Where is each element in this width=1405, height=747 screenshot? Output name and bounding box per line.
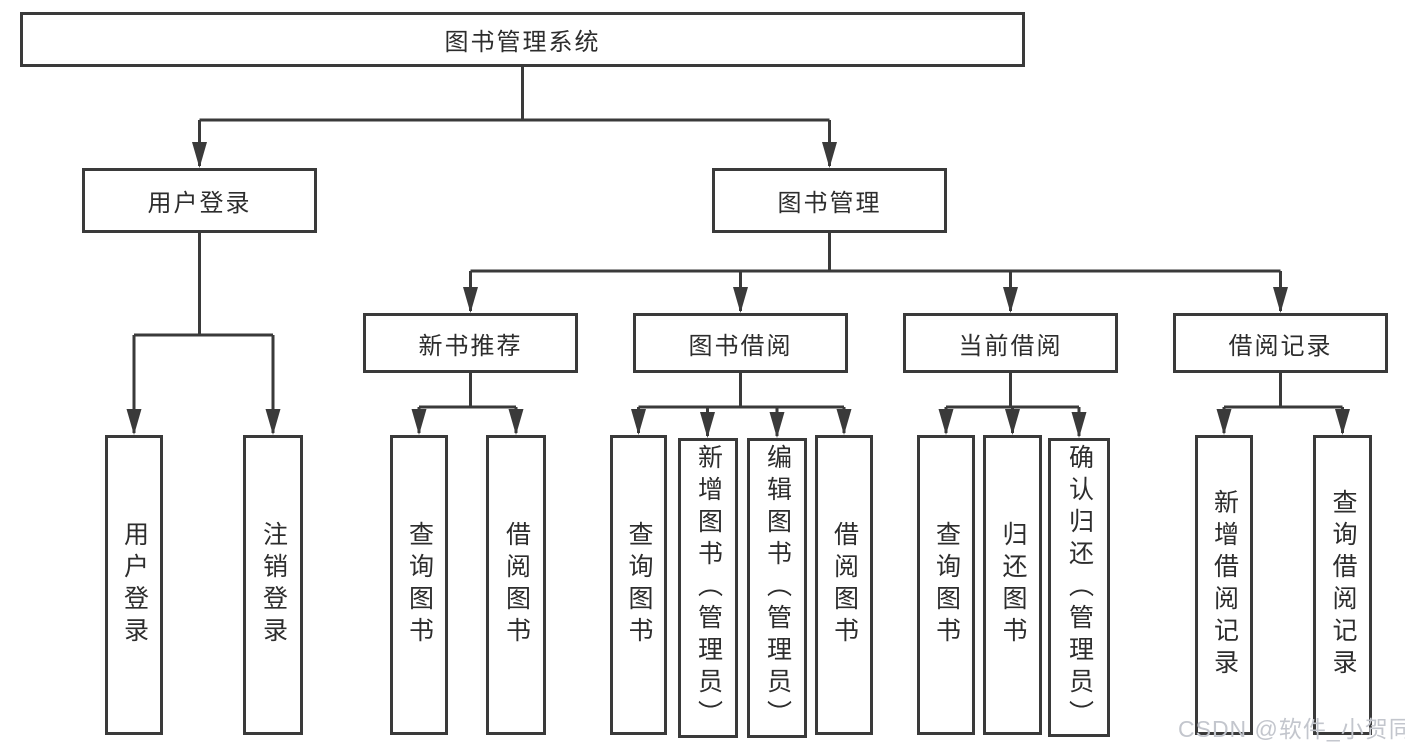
csdn-watermark: CSDN @软件_小贺同学 — [1178, 716, 1405, 742]
arrow-down-icon — [1071, 412, 1087, 438]
leaf-add-book-admin: 新增图书（管理员） — [678, 438, 738, 738]
node-user-login: 用户登录 — [82, 168, 317, 233]
node-root-label: 图书管理系统 — [444, 29, 601, 56]
connector-user-login-to-leaves — [126, 233, 281, 435]
node-borrow-records: 借阅记录 — [1173, 313, 1388, 373]
arrow-down-icon — [733, 287, 748, 313]
leaf-query-books-recommend: 查询图书 — [390, 435, 448, 735]
arrow-down-icon — [508, 409, 524, 435]
arrow-down-icon — [192, 142, 207, 168]
leaf-query-books-borrowing: 查询图书 — [610, 435, 667, 735]
arrow-down-icon — [1003, 287, 1018, 313]
leaf-query-books-recommend-label: 查询图书 — [405, 521, 434, 649]
arrow-down-icon — [463, 287, 478, 313]
node-user-login-label: 用户登录 — [147, 190, 252, 217]
leaf-borrow-books-borrowing-label: 借阅图书 — [830, 521, 859, 649]
arrow-down-icon — [265, 409, 281, 435]
connector-new-book-to-leaves — [411, 373, 524, 435]
arrow-down-icon — [836, 409, 852, 435]
arrow-down-icon — [1273, 287, 1288, 313]
node-book-borrowing: 图书借阅 — [633, 313, 848, 373]
leaf-query-books-current-label: 查询图书 — [932, 521, 961, 649]
arrow-down-icon — [938, 409, 954, 435]
leaf-return-books-label: 归还图书 — [999, 521, 1027, 649]
connector-root-to-level2 — [192, 67, 837, 168]
node-root: 图书管理系统 — [20, 12, 1025, 67]
leaf-user-login-label: 用户登录 — [120, 521, 149, 649]
arrow-down-icon — [822, 142, 837, 168]
node-current-borrowing: 当前借阅 — [903, 313, 1118, 373]
arrow-down-icon — [1335, 409, 1350, 435]
connector-borrow-records-to-leaves — [1216, 373, 1350, 435]
node-book-borrowing-label: 图书借阅 — [688, 332, 793, 360]
leaf-query-books-borrowing-label: 查询图书 — [625, 521, 653, 649]
node-current-borrowing-label: 当前借阅 — [958, 332, 1063, 360]
leaf-logout-label: 注销登录 — [259, 521, 288, 649]
leaf-query-borrow-record: 查询借阅记录 — [1313, 435, 1372, 735]
connector-current-borrow-to-leaves — [938, 373, 1087, 438]
leaf-query-borrow-record-label: 查询借阅记录 — [1329, 489, 1357, 681]
arrow-down-icon — [1216, 409, 1232, 435]
arrow-down-icon — [769, 412, 785, 438]
leaf-logout: 注销登录 — [243, 435, 303, 735]
leaf-add-book-admin-label: 新增图书（管理员） — [694, 444, 723, 732]
leaf-add-borrow-record: 新增借阅记录 — [1195, 435, 1253, 735]
leaf-confirm-return-admin-label: 确认归还（管理员） — [1065, 443, 1094, 732]
arrow-down-icon — [126, 409, 142, 435]
leaf-edit-book-admin: 编辑图书（管理员） — [747, 438, 807, 738]
node-book-management: 图书管理 — [712, 168, 947, 233]
leaf-edit-book-admin-label: 编辑图书（管理员） — [763, 444, 792, 732]
leaf-return-books: 归还图书 — [983, 435, 1042, 735]
leaf-add-borrow-record-label: 新增借阅记录 — [1210, 489, 1239, 681]
arrow-down-icon — [411, 409, 427, 435]
leaf-borrow-books-recommend-label: 借阅图书 — [502, 521, 531, 649]
leaf-user-login: 用户登录 — [105, 435, 163, 735]
node-new-book-recommend: 新书推荐 — [363, 313, 578, 373]
arrow-down-icon — [700, 412, 715, 438]
connector-book-mgmt-to-level3 — [463, 233, 1288, 313]
node-book-management-label: 图书管理 — [777, 190, 882, 217]
connector-book-borrow-to-leaves — [631, 373, 852, 438]
node-borrow-records-label: 借阅记录 — [1228, 332, 1333, 360]
leaf-query-books-current: 查询图书 — [917, 435, 975, 735]
node-new-book-recommend-label: 新书推荐 — [418, 332, 523, 360]
leaf-borrow-books-borrowing: 借阅图书 — [815, 435, 873, 735]
leaf-borrow-books-recommend: 借阅图书 — [486, 435, 546, 735]
arrow-down-icon — [631, 409, 646, 435]
arrow-down-icon — [1005, 409, 1020, 435]
leaf-confirm-return-admin: 确认归还（管理员） — [1048, 438, 1110, 737]
